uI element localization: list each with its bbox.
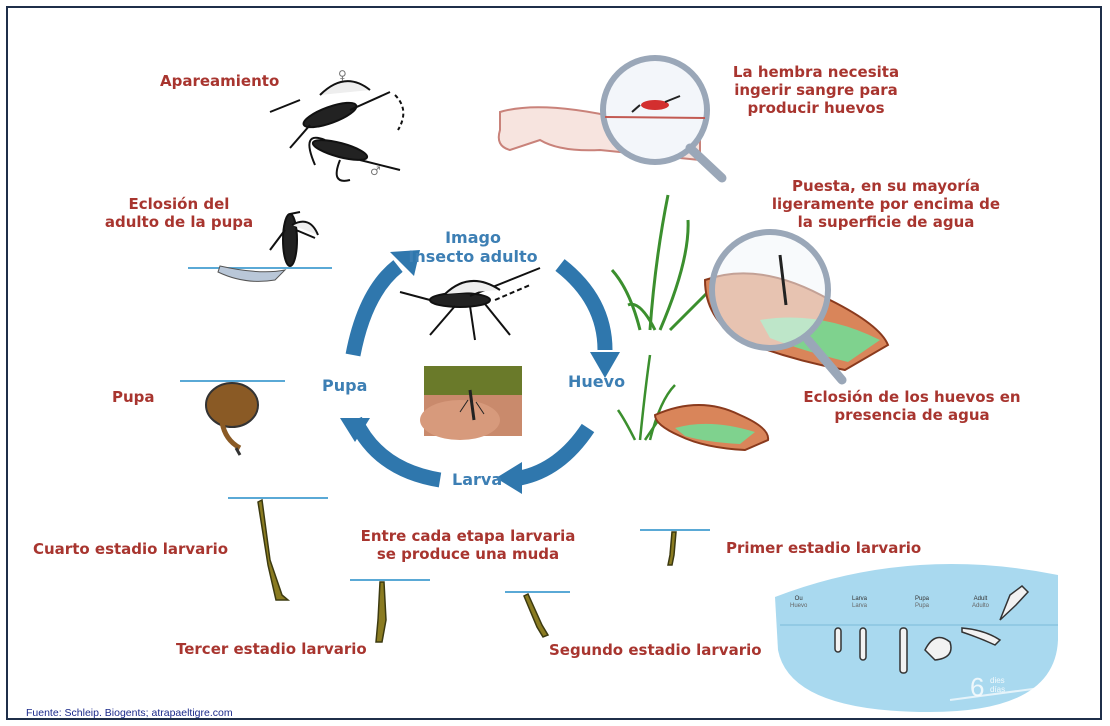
emergence-line-2: adulto de la pupa [94,213,264,231]
larva-third [350,580,430,642]
label-hatching: Eclosión de los huevos en presencia de a… [792,388,1032,424]
larva-first [640,530,710,565]
arrow-egg-to-larva [520,428,588,478]
label-pupa-stage: Pupa [112,388,155,406]
mating-mosquitoes [270,81,403,181]
inset-egg-1: Ou [790,596,807,603]
hatching-line-1: Eclosión de los huevos en [792,388,1032,406]
days-unit-2: días [990,685,1005,694]
arm-blood-meal [499,58,722,178]
inset-adult-2: Adulto [972,603,989,610]
emergence-line-1: Eclosión del [94,195,264,213]
inset-days-number: 6 [970,672,984,703]
dish-laying [705,232,888,380]
inset-larva-2: Larva [852,603,867,610]
dish-hatching [655,405,768,450]
larva-fourth [228,498,328,600]
inset-timeline [775,564,1058,712]
cycle-label-larva: Larva [452,470,502,489]
adult-mosquito-center [400,268,540,340]
female-symbol: ♀ [338,66,347,84]
photo-mosquito-on-skin [420,366,522,440]
label-mating: Apareamiento [160,72,279,90]
inset-pupa-2: Pupa [915,603,929,610]
inset-adult-1: Adult [972,596,989,603]
label-third-instar: Tercer estadio larvario [176,640,367,658]
source-caption: Fuente: Schleip. Biogents; atrapaeltigre… [26,707,233,719]
laying-line-2: ligeramente por encima de [766,195,1006,213]
imago-line-2: Insecto adulto [398,247,548,266]
blood-meal-line-1: La hembra necesita [716,63,916,81]
cycle-label-pupa: Pupa [322,376,367,395]
inset-label-adult: Adult Adulto [972,596,989,610]
grass-laying [612,195,720,330]
label-first-instar: Primer estadio larvario [726,539,921,557]
pupa-figure [180,381,285,455]
blood-meal-line-2: ingerir sangre para [716,81,916,99]
label-blood-meal: La hembra necesita ingerir sangre para p… [716,63,916,117]
male-symbol: ♂ [370,162,381,180]
label-laying: Puesta, en su mayoría ligeramente por en… [766,177,1006,231]
hatching-line-2: presencia de agua [792,406,1032,424]
inset-label-egg: Ou Huevo [790,596,807,610]
imago-line-1: Imago [398,228,548,247]
label-molt-note: Entre cada etapa larvaria se produce una… [358,527,578,563]
inset-label-larva: Larva Larva [852,596,867,610]
larva-second [505,592,570,637]
cycle-label-imago: Imago Insecto adulto [398,228,548,266]
inset-days-unit: dies días [990,676,1005,694]
cycle-label-egg: Huevo [568,372,625,391]
arrow-pupa-to-imago [353,266,398,355]
arrow-imago-to-egg [560,265,605,350]
molt-line-2: se produce una muda [358,545,578,563]
label-fourth-instar: Cuarto estadio larvario [33,540,228,558]
blood-meal-line-3: producir huevos [716,99,916,117]
label-emergence: Eclosión del adulto de la pupa [94,195,264,231]
inset-egg-2: Huevo [790,603,807,610]
inset-label-pupa: Pupa Pupa [915,596,929,610]
label-second-instar: Segundo estadio larvario [549,641,762,659]
inset-pupa-1: Pupa [915,596,929,603]
days-unit-1: dies [990,676,1005,685]
laying-line-1: Puesta, en su mayoría [766,177,1006,195]
inset-larva-1: Larva [852,596,867,603]
laying-line-3: la superficie de agua [766,213,1006,231]
molt-line-1: Entre cada etapa larvaria [358,527,578,545]
